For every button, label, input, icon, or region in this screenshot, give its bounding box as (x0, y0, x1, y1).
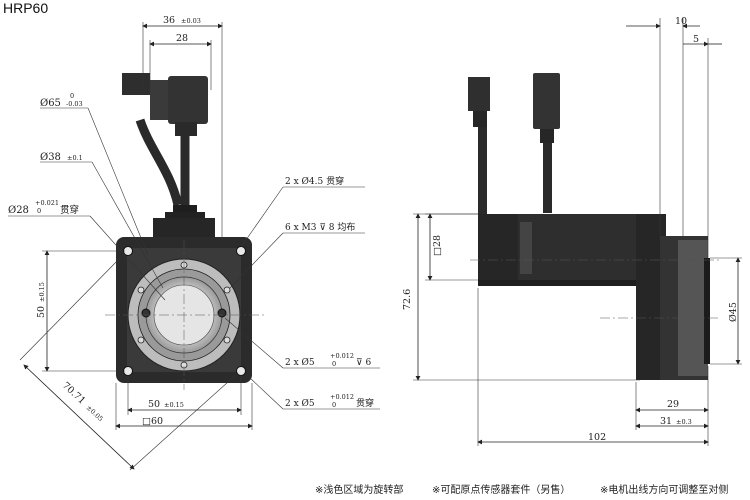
side-motor-back (478, 214, 518, 280)
callout-pin5-thru-suffix: 贯穿 (356, 397, 374, 409)
callout-pin5-thru: 2 x Ø5 (285, 398, 315, 409)
dim-60: □60 (142, 416, 163, 427)
dim-d38-tol: ±0.1 (67, 154, 83, 162)
callout-pin5-deep-suffix: ⊽ 6 (356, 358, 371, 368)
dim-50-h: 50 (148, 399, 160, 410)
dim-d65: Ø65 (40, 98, 61, 109)
dim-d65-tol-top: 0 (70, 92, 74, 100)
dim-102: 102 (588, 432, 606, 443)
callout-m3: 6 x M3 ⊽ 8 均布 (285, 221, 355, 233)
callout-pin5-deep: 2 x Ø5 (285, 357, 315, 368)
dim-d28-suffix: 贯穿 (60, 204, 79, 216)
dim-diag-tol: ±0.05 (85, 404, 105, 423)
dim-36: 36 (163, 15, 175, 26)
side-connector-icon (468, 73, 560, 217)
dim-sq28: □28 (432, 235, 443, 256)
note-cable-direction: ※电机出线方向可调整至对侧 (600, 483, 728, 496)
dim-29: 29 (667, 399, 679, 410)
dim-31-tol: ±0.3 (676, 418, 692, 426)
note-origin-sensor: ※可配原点传感器套件（另售） (432, 483, 570, 496)
note-rotating-area: ※浅色区域为旋转部 (315, 483, 403, 496)
dim-d65-tol-bot: -0.03 (66, 100, 83, 108)
callout-pin5-deep-tol-bot: 0 (332, 360, 336, 368)
callout-pin5-thru-tol-top: +0.012 (330, 393, 354, 401)
callout-pin5-deep-tol-top: +0.012 (330, 352, 354, 360)
dim-d38: Ø38 (40, 152, 61, 163)
cable-connector-icon (122, 73, 208, 220)
dim-50-v-tol: ±0.15 (38, 282, 46, 302)
dim-d28: Ø28 (8, 205, 29, 216)
dim-50-h-tol: ±0.15 (164, 401, 184, 409)
front-view: 36 ±0.03 28 Ø65 0 -0.03 Ø38 ±0.1 Ø28 +0.… (8, 15, 380, 471)
side-motor-body (518, 214, 658, 280)
side-view: 10 5 □28 72.6 Ø45 29 31 ±0.3 102 (402, 16, 742, 446)
dim-72-6: 72.6 (402, 289, 413, 310)
dim-5: 5 (693, 34, 699, 45)
callout-pin5-thru-tol-bot: 0 (332, 401, 336, 409)
model-title: HRP60 (3, 0, 48, 16)
dim-31: 31 (660, 416, 672, 427)
dim-28: 28 (176, 33, 188, 44)
pin-hole-icon (141, 308, 151, 318)
dim-10: 10 (675, 16, 687, 27)
dim-50-v: 50 (36, 306, 47, 318)
dim-d45: Ø45 (728, 302, 739, 322)
dim-36-tol: ±0.03 (181, 17, 201, 25)
dim-d28-tol-bot: 0 (37, 207, 41, 215)
dim-d28-tol-top: +0.021 (35, 199, 59, 207)
callout-holes-45: 2 x Ø4.5 贯穿 (285, 175, 344, 187)
